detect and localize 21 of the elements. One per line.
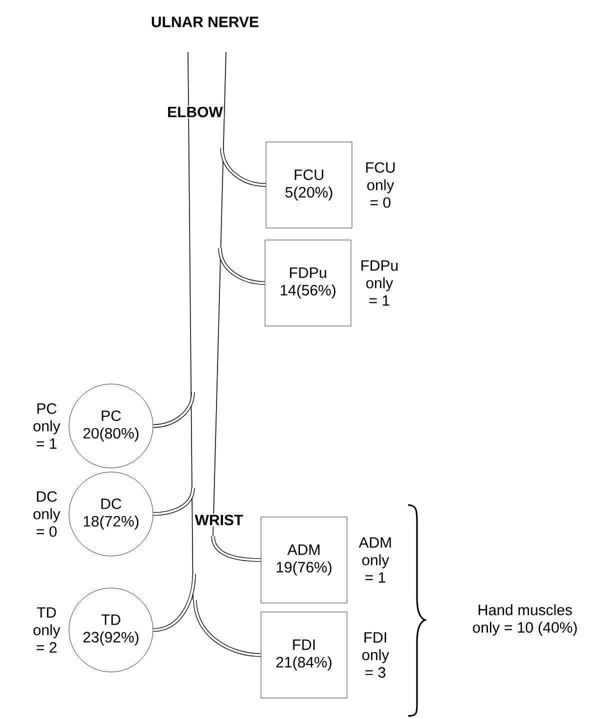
- region-label: WRIST: [194, 514, 244, 526]
- muscle-box: FDPu 14(56%): [264, 240, 352, 326]
- muscle-box: ADM 19(76%): [260, 516, 348, 604]
- nerve-branch: [153, 392, 195, 428]
- nerve-branch: [153, 488, 195, 516]
- note-text: TD only = 2: [33, 607, 60, 653]
- nerve-branch: [193, 600, 261, 657]
- region-label: ELBOW: [166, 106, 224, 118]
- note-text: PC only = 1: [33, 403, 60, 449]
- muscle-box: FCU 5(20%): [266, 142, 352, 228]
- note-text: FDPu only = 1: [361, 260, 398, 306]
- note-text: FDI only = 3: [362, 632, 390, 678]
- nerve-branch: [211, 536, 261, 562]
- nerve-branch: [153, 574, 196, 632]
- summary-text: Hand muscles only = 10 (40%): [472, 604, 577, 636]
- note-text: DC only = 0: [33, 491, 60, 537]
- nerve-branch: [220, 148, 266, 187]
- note-text: ADM only = 1: [358, 537, 391, 583]
- note-text: FCU only = 0: [366, 162, 395, 208]
- muscle-box: FDI 21(84%): [260, 612, 348, 698]
- nerve-branch: [218, 248, 265, 285]
